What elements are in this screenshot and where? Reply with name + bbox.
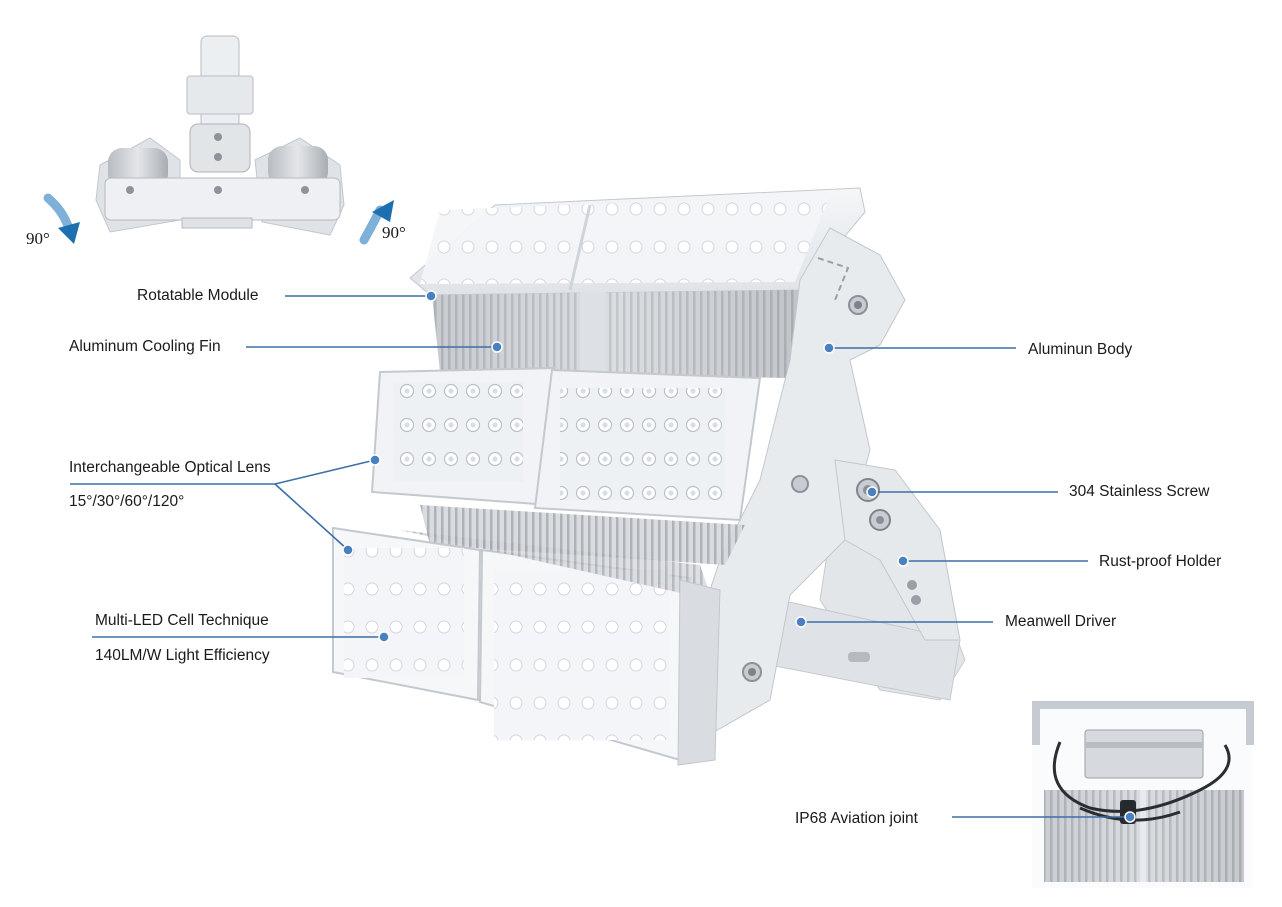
right-rotation-angle: 90° (382, 223, 406, 242)
multi-led-label: Multi-LED Cell Technique (95, 612, 269, 629)
light-efficiency-label: 140LM/W Light Efficiency (95, 647, 270, 664)
left-rotation-angle: 90° (26, 229, 50, 248)
optical-lens-label: Interchangeable Optical Lens (69, 459, 271, 476)
optical-lens-line-2 (274, 483, 349, 551)
rotation-view (95, 35, 345, 236)
rotate-down-arrow-icon (43, 193, 80, 244)
main-floodlight (332, 187, 966, 766)
cooling-fin-label: Aluminum Cooling Fin (69, 338, 221, 355)
rear-view (1032, 700, 1254, 888)
meanwell-driver-label: Meanwell Driver (1005, 613, 1117, 630)
callout-dots (342, 290, 1136, 823)
rotate-up-arrow-icon (359, 200, 394, 245)
stainless-screw-label: 304 Stainless Screw (1069, 483, 1210, 500)
rotatable-module-label: Rotatable Module (137, 287, 259, 304)
callout-lines (70, 295, 1130, 818)
aluminum-body-label: Aluminun Body (1028, 341, 1133, 358)
rust-proof-holder-label: Rust-proof Holder (1099, 553, 1222, 570)
optical-lens-angles: 15°/30°/60°/120° (69, 493, 185, 510)
aviation-joint-label: IP68 Aviation joint (795, 810, 918, 827)
